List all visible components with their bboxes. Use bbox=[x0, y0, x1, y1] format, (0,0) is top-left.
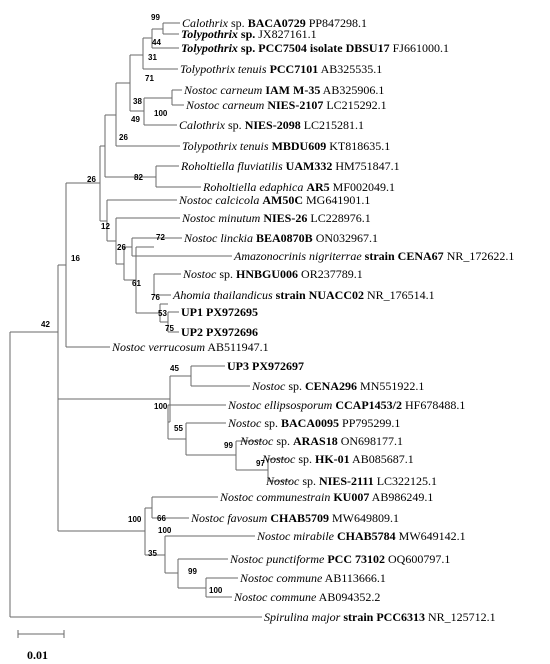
bootstrap-value: 76 bbox=[151, 293, 160, 302]
bootstrap-value: 26 bbox=[119, 133, 128, 142]
taxon-label-study: UP3 PX972697 bbox=[227, 359, 304, 373]
bootstrap-value: 31 bbox=[148, 53, 157, 62]
taxon-label: Tolypothrix sp. JX827161.1 bbox=[181, 27, 317, 41]
tree-branches bbox=[9, 22, 291, 618]
bootstrap-value: 82 bbox=[134, 173, 143, 182]
branch bbox=[115, 217, 180, 265]
taxon-label: Ahomia thailandicus strain NUACC02 NR_17… bbox=[172, 288, 435, 302]
bootstrap-value: 44 bbox=[152, 38, 161, 47]
branch bbox=[153, 273, 181, 296]
bootstrap-value: 53 bbox=[158, 309, 167, 318]
taxon-label: Spirulina major strain PCC6313 NR_125712… bbox=[264, 610, 496, 624]
bootstrap-value: 100 bbox=[128, 515, 142, 524]
taxon-label: Roholtiella fluviatilis UAM332 HM751847.… bbox=[180, 159, 400, 173]
branch bbox=[57, 399, 145, 532]
taxon-label: Tolypothrix sp. PCC7504 isolate DBSU17 F… bbox=[181, 41, 449, 55]
taxon-label: Nostoc mirabile CHAB5784 MW649142.1 bbox=[256, 529, 466, 543]
branch bbox=[142, 37, 178, 70]
bootstrap-value: 55 bbox=[174, 424, 183, 433]
taxon-label: Nostoc favosum CHAB5709 MW649809.1 bbox=[190, 511, 399, 525]
taxon-label: Nostoc sp. HK-01 AB085687.1 bbox=[261, 452, 414, 466]
bootstrap-value: 66 bbox=[157, 514, 166, 523]
taxon-label: Roholtiella edaphica AR5 MF002049.1 bbox=[202, 180, 395, 194]
taxon-label: Nostoc sp. HNBGU006 OR237789.1 bbox=[182, 267, 363, 281]
taxon-label: Nostoc ellipsosporum CCAP1453/2 HF678488… bbox=[227, 398, 465, 412]
scale-bar-line bbox=[17, 630, 65, 638]
branch bbox=[167, 404, 226, 440]
branch bbox=[106, 199, 177, 242]
taxon-label: Nostoc sp. CENA296 MN551922.1 bbox=[251, 379, 424, 393]
taxon-label: Amazonocrinis nigriterrae strain CENA67 … bbox=[233, 249, 514, 263]
branch bbox=[171, 89, 184, 106]
taxon-label: Tolypothrix tenuis PCC7101 AB325535.1 bbox=[180, 62, 382, 76]
bootstrap-value: 26 bbox=[117, 243, 126, 252]
branch bbox=[65, 182, 110, 348]
bootstrap-value: 97 bbox=[256, 459, 265, 468]
bootstrap-value: 61 bbox=[132, 279, 141, 288]
branch bbox=[99, 145, 107, 222]
branch bbox=[9, 331, 262, 618]
branch bbox=[162, 22, 180, 35]
taxon-label: Nostoc minutum NIES-26 LC228976.1 bbox=[181, 211, 371, 225]
taxon-label: Nostoc carneum NIES-2107 LC215292.1 bbox=[185, 98, 387, 112]
bootstrap-value: 100 bbox=[158, 526, 172, 535]
bootstrap-value: 49 bbox=[131, 115, 140, 124]
taxon-label-study: UP1 PX972695 bbox=[181, 305, 258, 319]
bootstrap-value: 100 bbox=[209, 586, 223, 595]
bootstrap-value: 45 bbox=[170, 364, 179, 373]
taxon-label: Calothrix sp. NIES-2098 LC215281.1 bbox=[179, 118, 364, 132]
taxon-label: Nostoc sp. BACA0095 PP795299.1 bbox=[227, 416, 400, 430]
scale-bar-label: 0.01 bbox=[27, 648, 48, 662]
taxon-label: Tolypothrix tenuis MBDU609 KT818635.1 bbox=[182, 139, 390, 153]
bootstrap-value: 72 bbox=[156, 233, 165, 242]
taxon-label-study: UP2 PX972696 bbox=[181, 325, 258, 339]
bootstrap-value: 42 bbox=[41, 320, 50, 329]
bootstrap-value: 99 bbox=[188, 567, 197, 576]
taxon-label: Nostoc verrucosum AB511947.1 bbox=[111, 340, 269, 354]
bootstrap-value: 100 bbox=[154, 109, 168, 118]
taxon-label: Nostoc commune AB094352.2 bbox=[233, 590, 380, 604]
bootstrap-value: 100 bbox=[154, 402, 168, 411]
taxon-label: Nostoc sp. ARAS18 ON698177.1 bbox=[239, 434, 403, 448]
taxon-label: Nostoc commune AB113666.1 bbox=[239, 571, 386, 585]
taxon-label: Nostoc calcicola AM50C MG641901.1 bbox=[178, 193, 370, 207]
bootstrap-value: 35 bbox=[148, 549, 157, 558]
branch bbox=[168, 375, 191, 423]
bootstrap-value: 75 bbox=[165, 324, 174, 333]
bootstrap-value: 99 bbox=[224, 441, 233, 450]
taxon-label: Calothrix sp. BACA0729 PP847298.1 bbox=[182, 16, 367, 30]
branch bbox=[57, 264, 170, 400]
bootstrap-value: 99 bbox=[151, 13, 160, 22]
taxon-label: Nostoc carneum IAM M-35 AB325906.1 bbox=[183, 83, 384, 97]
taxon-label: Nostoc sp. NIES-2111 LC322125.1 bbox=[265, 474, 437, 488]
taxon-label: Nostoc communestrain KU007 AB986249.1 bbox=[219, 490, 433, 504]
bootstrap-values: 99 44 31 71 38 100 49 26 82 26 12 72 26 … bbox=[41, 13, 265, 595]
taxon-label: Nostoc punctiforme PCC 73102 OQ600797.1 bbox=[229, 552, 450, 566]
bootstrap-value: 12 bbox=[101, 222, 110, 231]
bootstrap-value: 26 bbox=[87, 175, 96, 184]
bootstrap-value: 71 bbox=[145, 74, 154, 83]
bootstrap-value: 38 bbox=[133, 97, 142, 106]
scale-bar: 0.01 bbox=[17, 630, 65, 662]
bootstrap-value: 16 bbox=[71, 254, 80, 263]
taxon-labels: Calothrix sp. BACA0729 PP847298.1 Tolypo… bbox=[111, 16, 514, 624]
branch bbox=[177, 558, 228, 589]
taxon-label: Nostoc linckia BEA0870B ON032967.1 bbox=[183, 231, 378, 245]
